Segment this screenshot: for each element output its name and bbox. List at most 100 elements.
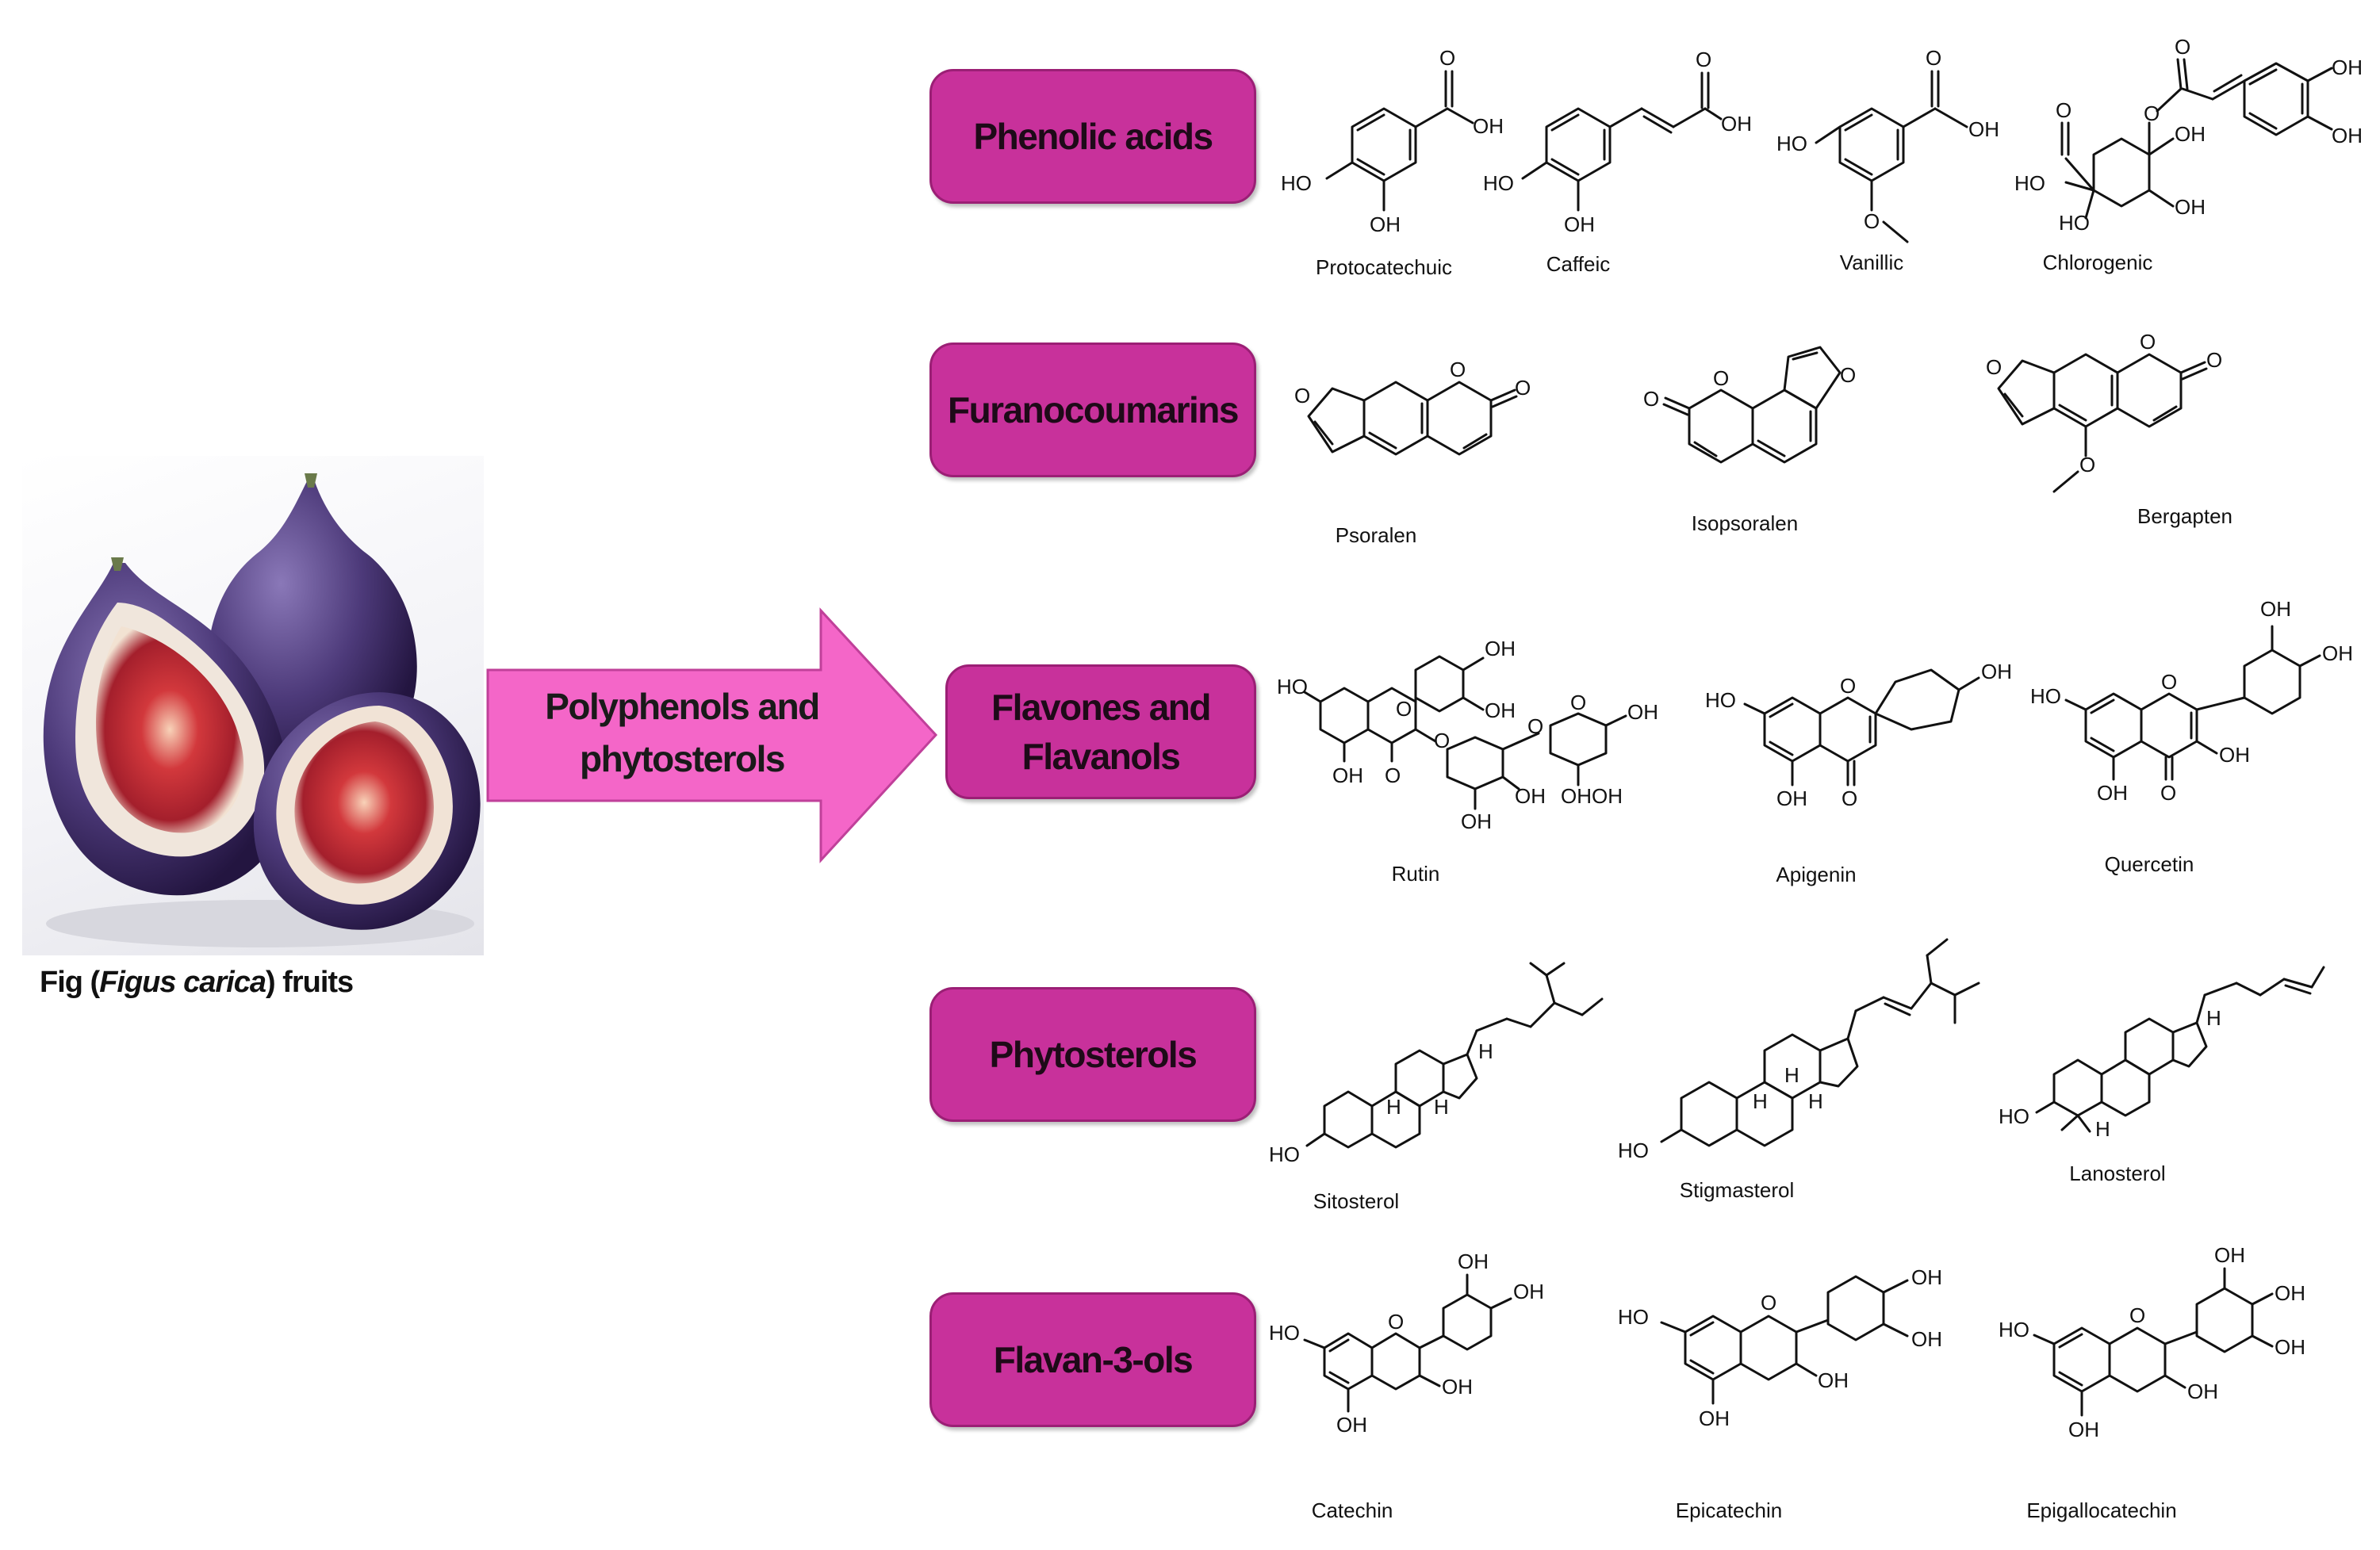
atom-label: O <box>2175 35 2190 59</box>
atom-label: O <box>2144 101 2160 125</box>
atom-label: H <box>1386 1095 1401 1119</box>
structure-epicatechin: OH HO O OH OH OH Epicatechin <box>1610 1245 1991 1522</box>
structure-epigallocatechin: OH OH HO O OH OH OH Epigallocatechin <box>1999 1237 2371 1522</box>
atom-label: OH <box>2214 1243 2245 1267</box>
atom-label: O <box>1840 674 1856 698</box>
structure-protocatechuic: O OH HO OH Protocatechuic <box>1265 40 1504 285</box>
atom-label: OH <box>1776 786 1807 810</box>
atom-label: HO <box>1618 1305 1649 1329</box>
arrow-label-line-1: Polyphenols and <box>545 686 820 727</box>
atom-label: O <box>1986 355 2002 379</box>
structure-vanillic: O OH HO O Vanillic <box>1769 24 2006 285</box>
atom-label: O <box>1388 1310 1404 1334</box>
caption-species: Figus carica <box>99 966 266 999</box>
category-label-line-1: Flavones and <box>991 687 1211 728</box>
atom-label: O <box>1696 48 1711 71</box>
compound-name: Apigenin <box>1776 863 1857 886</box>
category-flavan-3-ols: Flavan-3-ols <box>929 1292 1256 1427</box>
atom-label: OH <box>2219 743 2250 767</box>
atom-label: OH <box>2068 1418 2099 1441</box>
atom-label: O <box>1713 366 1729 390</box>
atom-label: HO <box>1483 171 1514 195</box>
atom-label: O <box>2079 453 2095 476</box>
compound-name: Epicatechin <box>1675 1498 1783 1522</box>
structure-lanosterol: HO H H Lanosterol <box>1999 947 2332 1209</box>
compound-name: Protocatechuic <box>1316 255 1452 279</box>
arrow-label-line-2: phytosterols <box>579 738 786 779</box>
atom-label: OH <box>2332 124 2363 147</box>
atom-label: OH <box>1981 660 2012 683</box>
atom-label: OH <box>1721 112 1752 136</box>
atom-label: OHOH <box>1561 784 1623 808</box>
structure-chlorogenic: O O OH OH O HO OH HO OH Chlorogenic <box>1999 24 2371 285</box>
atom-label: OH <box>1911 1265 1942 1289</box>
compound-name: Lanosterol <box>2069 1162 2166 1185</box>
fig-photo-caption: Fig (Figus carica) fruits <box>40 966 452 1000</box>
atom-label: HO <box>1277 675 1308 698</box>
atom-label: OH <box>2097 781 2128 805</box>
atom-label: OH <box>1818 1368 1849 1392</box>
atom-label: OH <box>2275 1335 2305 1359</box>
atom-label: OH <box>1911 1327 1942 1351</box>
atom-label: O <box>2206 348 2222 372</box>
atom-label: OH <box>2332 55 2363 79</box>
atom-label: OH <box>1485 637 1516 660</box>
atom-label: O <box>1842 786 1857 810</box>
atom-label: O <box>1434 729 1450 752</box>
atom-label: O <box>2056 98 2071 122</box>
arrow-label: Polyphenols and phytosterols <box>508 680 857 785</box>
atom-label: O <box>1643 387 1659 411</box>
atom-label: OH <box>1699 1406 1730 1430</box>
atom-label: HO <box>1269 1142 1300 1166</box>
atom-label: OH <box>1336 1413 1367 1437</box>
atom-label: O <box>1840 363 1856 387</box>
compound-name: Caffeic <box>1546 252 1611 276</box>
compound-name: Psoralen <box>1335 523 1417 547</box>
atom-label: OH <box>1515 784 1546 808</box>
atom-label: OH <box>1564 212 1595 236</box>
structure-catechin: OH OH HO O OH OH Catechin <box>1269 1250 1602 1522</box>
atom-label: O <box>1294 384 1310 408</box>
compound-name: Quercetin <box>2104 852 2194 876</box>
caption-prefix: Fig ( <box>40 966 100 999</box>
compound-name: Epigallocatechin <box>2026 1498 2177 1522</box>
atom-label: OH <box>2260 597 2291 621</box>
compound-name: Rutin <box>1391 862 1440 886</box>
atom-label: O <box>1515 376 1531 400</box>
structure-sitosterol: HO H H H Sitosterol <box>1269 955 1610 1225</box>
atom-label: HO <box>1269 1321 1300 1345</box>
atom-label: OH <box>1627 700 1658 724</box>
atom-label: H <box>1784 1063 1799 1087</box>
category-furanocoumarins: Furanocoumarins <box>929 343 1256 477</box>
atom-label: OH <box>1332 764 1363 787</box>
atom-label: OH <box>1485 698 1516 722</box>
atom-label: HO <box>1999 1104 2029 1128</box>
atom-label: O <box>1926 46 1941 70</box>
compound-name: Isopsoralen <box>1691 511 1799 535</box>
atom-label: OH <box>2322 641 2353 665</box>
atom-label: H <box>1753 1089 1768 1113</box>
atom-label: OH <box>1513 1280 1544 1303</box>
atom-label: O <box>1864 209 1880 233</box>
compound-name: Bergapten <box>2137 504 2232 528</box>
category-label-line-2: Flavanols <box>1021 736 1181 777</box>
atom-label: H <box>2206 1006 2221 1030</box>
compound-name: Vanillic <box>1839 251 1904 274</box>
atom-label: H <box>1434 1095 1449 1119</box>
atom-label: O <box>2129 1303 2145 1327</box>
atom-label: H <box>2095 1117 2110 1141</box>
atom-label: HO <box>1776 132 1807 155</box>
compound-name: Stigmasterol <box>1679 1178 1795 1202</box>
category-phytosterols: Phytosterols <box>929 987 1256 1122</box>
fig-fruit-photo <box>22 456 484 955</box>
structure-bergapten: O O O O Bergapten <box>1983 317 2316 547</box>
caption-suffix: ) fruits <box>265 966 354 999</box>
compound-name: Catechin <box>1311 1498 1393 1522</box>
atom-label: O <box>1396 697 1412 721</box>
category-label: Flavan-3-ols <box>993 1339 1194 1380</box>
atom-label: HO <box>1281 171 1312 195</box>
structure-psoralen: O O O Psoralen <box>1277 333 1610 563</box>
category-phenolic-acids: Phenolic acids <box>929 69 1256 204</box>
category-label: Furanocoumarins <box>947 389 1240 431</box>
atom-label: OH <box>2175 122 2206 146</box>
